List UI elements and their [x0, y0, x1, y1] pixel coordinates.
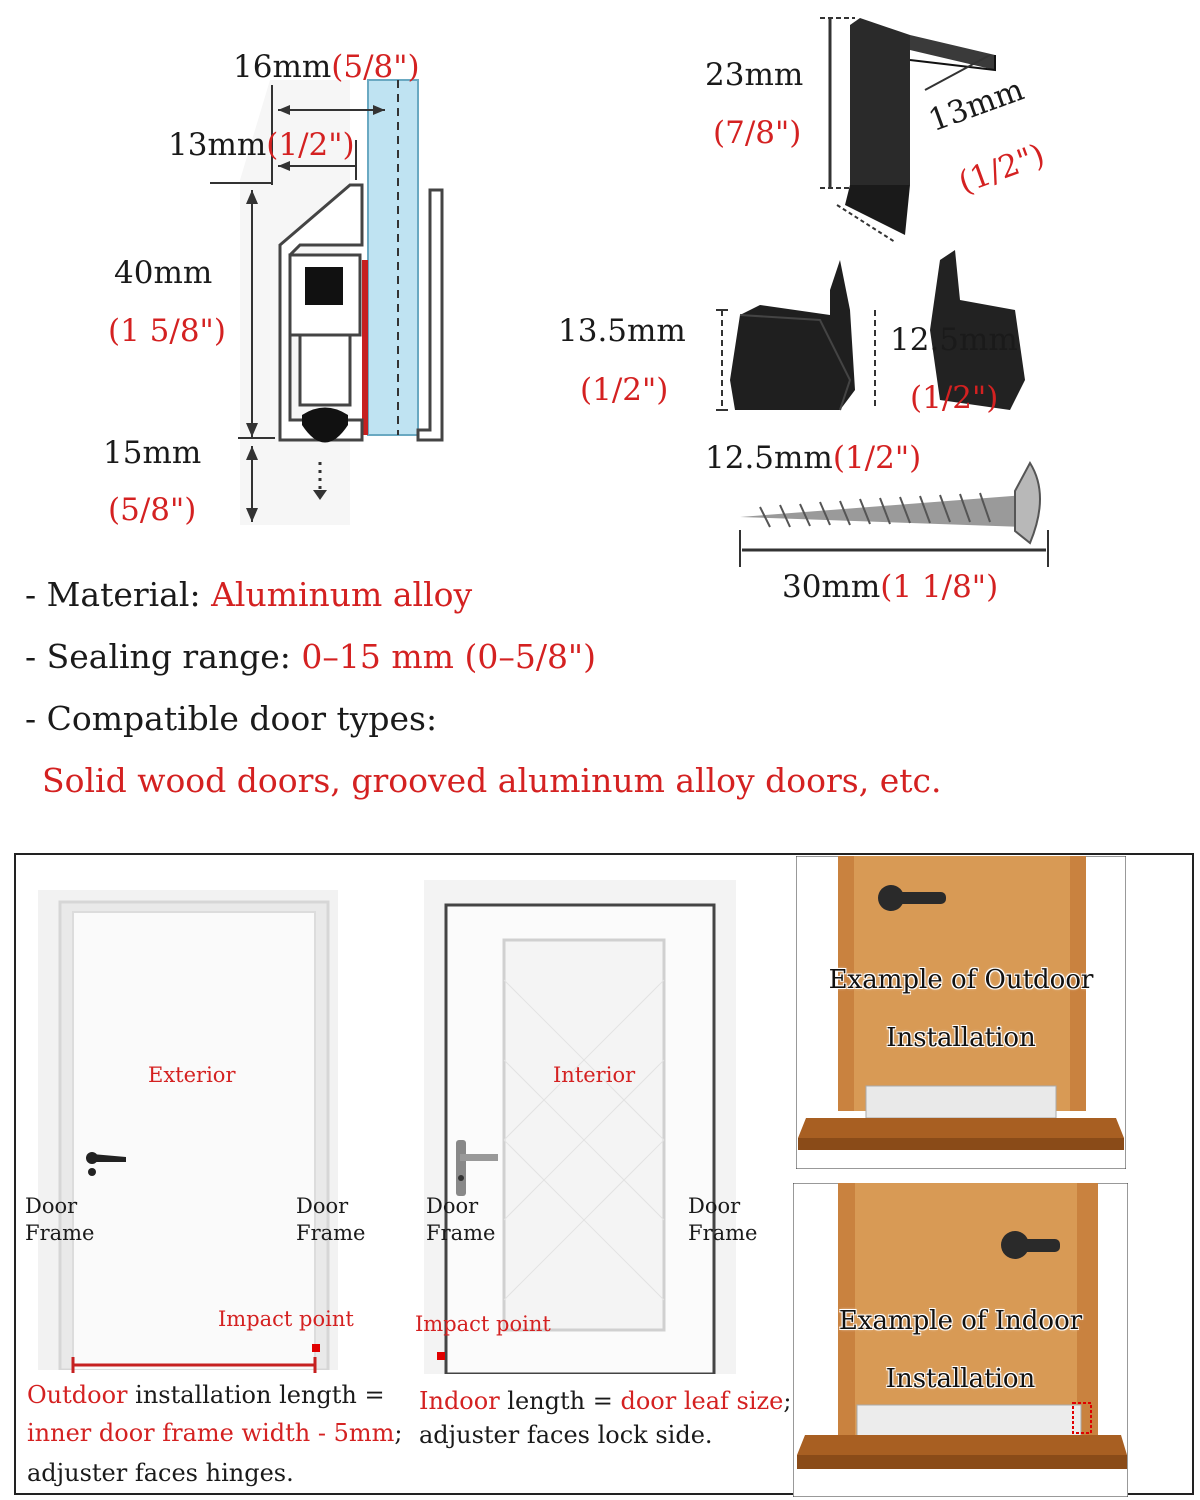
spec-sealing: - Sealing range: 0–15 mm (0–5/8")	[25, 640, 596, 673]
end-height-metric: 13.5mm	[558, 313, 686, 349]
height-metric: 40mm	[114, 255, 213, 291]
end-depth-label: 12.5mm(1/2")	[705, 443, 921, 474]
screw-length-metric: 30mm	[782, 569, 881, 605]
indoor-handle-icon	[456, 1140, 498, 1196]
spec-compatible-label: - Compatible door types:	[25, 699, 438, 738]
outdoor-caption-text1: installation length =	[127, 1381, 385, 1409]
outdoor-length-line	[71, 1357, 317, 1373]
width-total-label: 16mm(5/8")	[233, 52, 420, 83]
outdoor-side-label: Exterior	[148, 1063, 236, 1087]
outdoor-caption-line3: adjuster faces hinges.	[27, 1459, 294, 1487]
height-imperial: (1 5/8")	[108, 313, 226, 349]
spec-material-value: Aluminum alloy	[211, 575, 473, 614]
width-total-metric: 16mm	[233, 49, 332, 85]
indoor-side-label: Interior	[553, 1063, 636, 1087]
cap-height-metric: 23mm	[705, 57, 804, 93]
indoor-caption-red2: door leaf size	[620, 1387, 784, 1415]
groove-width-metric: 13mm	[168, 127, 267, 163]
end-width-metric: 12.5mm	[890, 322, 1018, 358]
indoor-caption-red1: Indoor	[419, 1387, 500, 1415]
spec-material-label: - Material:	[25, 575, 212, 614]
outdoor-caption-line2: inner door frame width - 5mm;	[27, 1421, 402, 1445]
groove-width-imperial: (1/2")	[266, 127, 355, 163]
end-depth-metric: 12.5mm	[705, 440, 833, 476]
indoor-impact-label: Impact point	[415, 1312, 551, 1336]
indoor-frame-left-label: Door Frame	[426, 1194, 496, 1246]
installation-panel	[14, 853, 1194, 1495]
screw-length-label: 30mm(1 1/8")	[782, 572, 998, 603]
end-cap-small-drawing	[716, 260, 876, 411]
indoor-caption-text2: ;	[783, 1387, 792, 1415]
outdoor-frame-left-label: Door Frame	[25, 1194, 95, 1246]
outdoor-example-label: Example of Outdoor Installation	[828, 965, 1094, 1053]
drop-metric: 15mm	[103, 435, 202, 471]
outdoor-door-illustration	[38, 890, 338, 1370]
end-width-imperial: (1/2")	[910, 380, 999, 416]
cap-height-imperial: (7/8")	[713, 115, 802, 151]
indoor-caption-line1: Indoor length = door leaf size;	[419, 1389, 791, 1413]
outdoor-frame-right-label: Door Frame	[296, 1194, 366, 1246]
indoor-impact-point-marker	[437, 1352, 445, 1360]
width-total-imperial: (5/8")	[331, 49, 420, 85]
spec-sealing-label: - Sealing range:	[25, 637, 302, 676]
indoor-example-label: Example of Indoor Installation	[838, 1306, 1083, 1394]
indoor-door-illustration	[424, 880, 736, 1374]
outdoor-example-photo	[796, 856, 1126, 1169]
indoor-example-photo	[793, 1183, 1128, 1497]
outdoor-impact-point-marker	[312, 1344, 320, 1352]
screw-drawing	[739, 461, 1049, 567]
drop-imperial: (5/8")	[108, 492, 197, 528]
spec-material: - Material: Aluminum alloy	[25, 578, 472, 611]
spec-compatible-value: Solid wood doors, grooved aluminum alloy…	[42, 761, 942, 800]
outdoor-caption-text2: ;	[394, 1419, 403, 1447]
outdoor-caption-red1: Outdoor	[27, 1381, 128, 1409]
screw-length-imperial: (1 1/8")	[880, 569, 999, 605]
spec-sealing-value: 0–15 mm (0–5/8")	[301, 637, 596, 676]
end-cap-large-drawing	[820, 17, 996, 243]
outdoor-caption-line1: Outdoor installation length =	[27, 1383, 385, 1407]
groove-width-label: 13mm(1/2")	[168, 130, 355, 161]
profile-cross-section-drawing	[210, 79, 444, 525]
indoor-frame-right-label: Door Frame	[688, 1194, 758, 1246]
outdoor-handle-icon	[86, 1152, 126, 1176]
outdoor-caption-red2: inner door frame width - 5mm	[27, 1419, 395, 1447]
end-height-imperial: (1/2")	[580, 372, 669, 408]
end-cap-side-drawing	[930, 250, 1025, 410]
indoor-caption-line2: adjuster faces lock side.	[419, 1421, 713, 1449]
indoor-caption-text1: length =	[499, 1387, 621, 1415]
end-depth-imperial: (1/2")	[832, 440, 922, 476]
outdoor-impact-label: Impact point	[218, 1307, 354, 1331]
